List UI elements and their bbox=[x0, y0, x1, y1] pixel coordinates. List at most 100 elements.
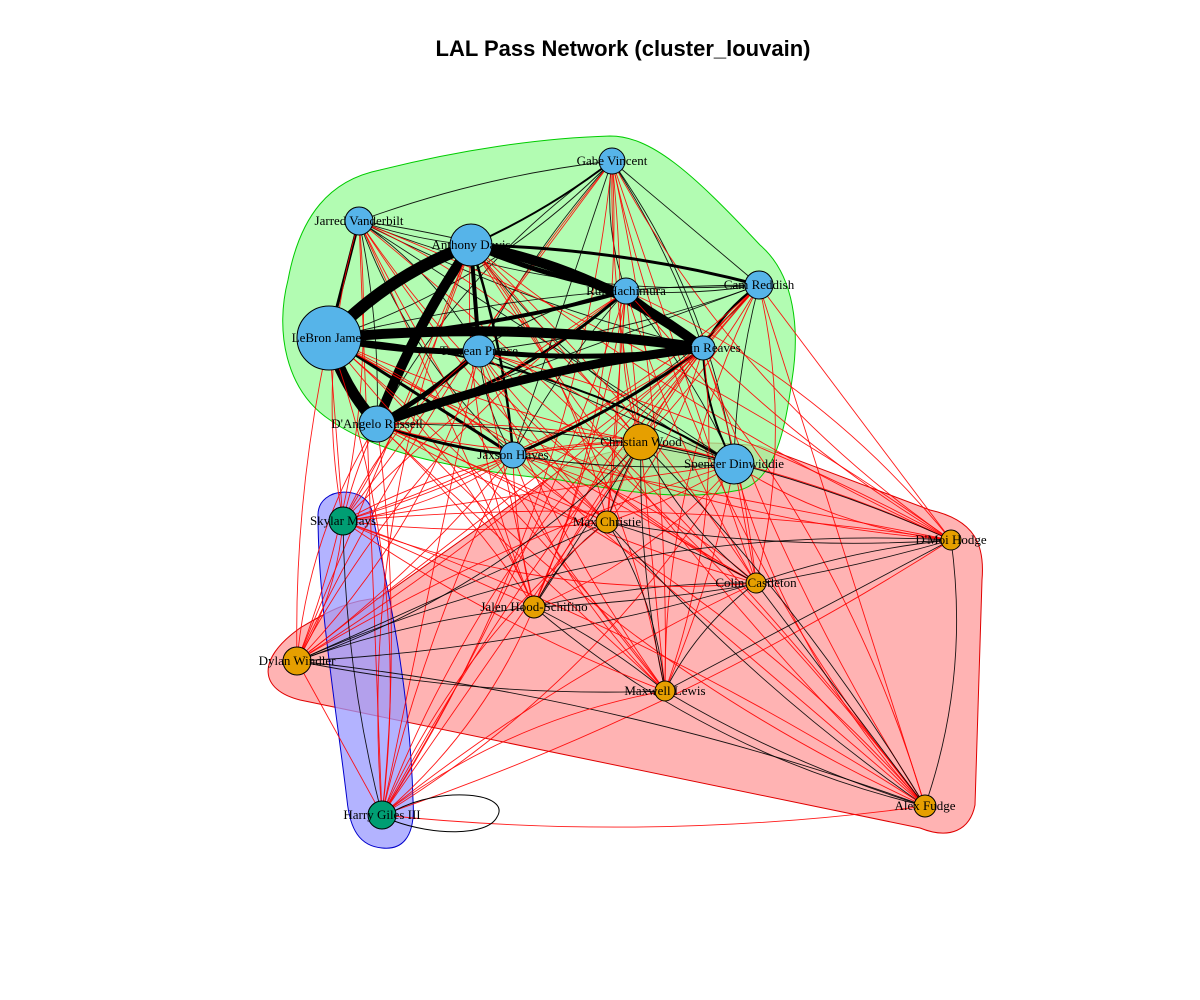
chart-title: LAL Pass Network (cluster_louvain) bbox=[435, 36, 811, 61]
node-label-anthony-davis: Anthony Davis bbox=[431, 237, 510, 252]
node-label-gabe-vincent: Gabe Vincent bbox=[577, 153, 648, 168]
node-skylar-mays bbox=[328, 506, 358, 536]
edge-taurean-prince-skylar-mays bbox=[342, 350, 480, 522]
edge-d-angelo-russell-alex-fudge bbox=[376, 423, 926, 807]
edge-d-moi-hodge-skylar-mays bbox=[342, 510, 952, 541]
edge-spencer-dinwiddie-jalen-hood-schifino bbox=[533, 463, 735, 608]
edge-jaxson-hayes-jalen-hood-schifino bbox=[512, 454, 535, 608]
edge-gabe-vincent-d-moi-hodge bbox=[611, 160, 952, 541]
self-loop-harry-giles-iii bbox=[393, 794, 500, 833]
edge-d-angelo-russell-harry-giles-iii bbox=[376, 423, 392, 816]
node-jarred-vanderbilt bbox=[344, 206, 374, 236]
edge-d-moi-hodge-colin-castleton bbox=[755, 539, 952, 584]
edge-d-moi-hodge-maxwell-lewis bbox=[664, 539, 952, 692]
edge-spencer-dinwiddie-maxwell-lewis bbox=[664, 463, 735, 692]
edge-christian-wood-colin-castleton bbox=[640, 441, 757, 584]
edge-jalen-hood-schifino-harry-giles-iii bbox=[381, 606, 535, 816]
node-rui-hachimura bbox=[612, 277, 640, 305]
edge-austin-reaves-d-angelo-russell bbox=[375, 343, 704, 429]
community-hull-blue bbox=[317, 491, 414, 849]
edge-anthony-davis-colin-castleton bbox=[470, 244, 757, 584]
node-label-colin-castleton: Colin Castleton bbox=[715, 575, 797, 590]
edge-rui-hachimura-taurean-prince bbox=[478, 290, 627, 352]
node-label-jaxson-hayes: Jaxson Hayes bbox=[477, 447, 548, 462]
edge-rui-hachimura-max-christie bbox=[606, 290, 627, 523]
edge-gabe-vincent-jarred-vanderbilt bbox=[358, 160, 613, 222]
node-label-dylan-windler: Dylan Windler bbox=[259, 653, 337, 668]
edge-spencer-dinwiddie-dylan-windler bbox=[296, 463, 735, 662]
edge-lebron-james-austin-reaves bbox=[328, 326, 704, 353]
node-colin-castleton bbox=[745, 572, 767, 594]
node-taurean-prince bbox=[462, 334, 496, 368]
edge-d-moi-hodge-dylan-windler bbox=[296, 537, 952, 662]
node-max-christie bbox=[595, 510, 619, 534]
edge-christian-wood-maxwell-lewis bbox=[640, 441, 666, 692]
edge-lebron-james-max-christie bbox=[328, 337, 608, 523]
edge-maxwell-lewis-alex-fudge bbox=[664, 690, 926, 807]
edge-taurean-prince-christian-wood bbox=[478, 350, 642, 443]
edge-jaxson-hayes-harry-giles-iii bbox=[381, 454, 514, 816]
edge-max-christie-maxwell-lewis bbox=[606, 521, 666, 692]
edge-d-angelo-russell-spencer-dinwiddie bbox=[376, 423, 735, 465]
edge-austin-reaves-jalen-hood-schifino bbox=[533, 347, 704, 608]
node-label-austin-reaves: Austin Reaves bbox=[665, 340, 740, 355]
node-lebron-james bbox=[296, 305, 362, 371]
node-label-christian-wood: Christian Wood bbox=[600, 434, 682, 449]
edge-christian-wood-dylan-windler bbox=[296, 441, 642, 662]
node-dylan-windler bbox=[282, 646, 312, 676]
node-maxwell-lewis bbox=[654, 680, 676, 702]
node-label-jalen-hood-schifino: Jalen Hood-Schifino bbox=[480, 599, 587, 614]
edge-d-angelo-russell-dylan-windler bbox=[296, 423, 378, 662]
node-alex-fudge bbox=[913, 794, 937, 818]
node-label-lebron-james: LeBron James bbox=[292, 330, 367, 345]
node-jaxson-hayes bbox=[499, 441, 527, 469]
edge-gabe-vincent-maxwell-lewis bbox=[611, 160, 666, 692]
edge-d-angelo-russell-max-christie bbox=[376, 423, 608, 523]
edge-d-angelo-russell-maxwell-lewis bbox=[376, 423, 666, 692]
edge-jalen-hood-schifino-skylar-mays bbox=[342, 520, 535, 608]
edge-cam-reddish-colin-castleton bbox=[755, 284, 776, 584]
edge-max-christie-dylan-windler bbox=[296, 521, 608, 662]
edge-austin-reaves-maxwell-lewis bbox=[664, 347, 710, 692]
edge-christian-wood-alex-fudge bbox=[640, 441, 926, 807]
edge-jaxson-hayes-spencer-dinwiddie bbox=[512, 454, 735, 468]
node-d-moi-hodge bbox=[940, 529, 962, 551]
edge-jalen-hood-schifino-alex-fudge bbox=[533, 606, 926, 807]
edge-colin-castleton-harry-giles-iii bbox=[381, 582, 757, 816]
edge-cam-reddish-spencer-dinwiddie bbox=[733, 284, 760, 465]
edge-gabe-vincent-alex-fudge bbox=[611, 160, 926, 807]
edge-anthony-davis-maxwell-lewis bbox=[470, 244, 666, 692]
edge-max-christie-skylar-mays bbox=[342, 520, 608, 530]
edge-jarred-vanderbilt-jaxson-hayes bbox=[358, 220, 514, 456]
edge-jalen-hood-schifino-maxwell-lewis bbox=[533, 606, 666, 692]
edge-taurean-prince-harry-giles-iii bbox=[381, 350, 480, 816]
edge-colin-castleton-maxwell-lewis bbox=[664, 582, 757, 692]
edge-alex-fudge-skylar-mays bbox=[342, 520, 926, 807]
edge-skylar-mays-harry-giles-iii bbox=[342, 520, 383, 816]
edge-maxwell-lewis-skylar-mays bbox=[342, 520, 666, 692]
edge-austin-reaves-d-moi-hodge bbox=[702, 347, 952, 541]
edge-taurean-prince-spencer-dinwiddie bbox=[478, 350, 735, 465]
edge-jaxson-hayes-alex-fudge bbox=[512, 454, 926, 807]
node-anthony-davis bbox=[449, 223, 493, 267]
edge-dylan-windler-skylar-mays bbox=[296, 520, 344, 662]
node-gabe-vincent bbox=[598, 147, 626, 175]
edge-d-moi-hodge-alex-fudge bbox=[924, 539, 958, 807]
pass-edges bbox=[296, 160, 958, 833]
edge-rui-hachimura-maxwell-lewis bbox=[625, 290, 666, 692]
edge-taurean-prince-alex-fudge bbox=[478, 350, 926, 807]
node-label-taurean-prince: Taurean Prince bbox=[440, 343, 518, 358]
node-label-jarred-vanderbilt: Jarred Vanderbilt bbox=[315, 213, 404, 228]
edge-gabe-vincent-lebron-james bbox=[328, 160, 613, 339]
node-austin-reaves bbox=[690, 335, 716, 361]
node-label-d-angelo-russell: D'Angelo Russell bbox=[331, 416, 423, 431]
edge-christian-wood-skylar-mays bbox=[342, 441, 642, 522]
edge-lebron-james-dylan-windler bbox=[296, 337, 330, 662]
edge-jarred-vanderbilt-d-angelo-russell bbox=[358, 220, 378, 425]
edge-jarred-vanderbilt-christian-wood bbox=[358, 220, 642, 443]
node-label-rui-hachimura: Rui Hachimura bbox=[586, 283, 666, 298]
node-spencer-dinwiddie bbox=[713, 443, 755, 485]
edge-lebron-james-jalen-hood-schifino bbox=[328, 337, 535, 608]
edge-rui-hachimura-cam-reddish bbox=[625, 284, 760, 293]
edge-austin-reaves-alex-fudge bbox=[702, 347, 926, 807]
